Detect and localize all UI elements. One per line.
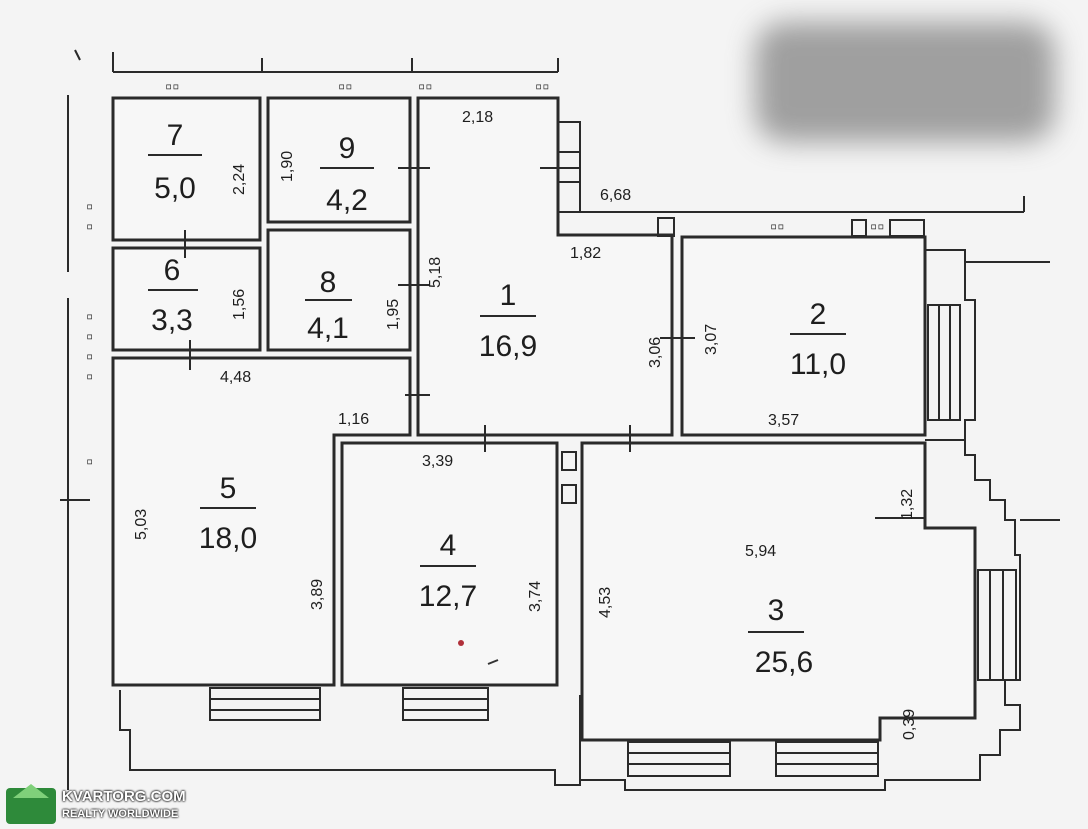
room-7-area: 5,0: [154, 172, 196, 205]
dim-label: 6,68: [600, 187, 631, 204]
dim-label: 1,56: [231, 289, 248, 320]
outer-context-lines: [67, 49, 1025, 790]
svg-text:▫▫: ▫▫: [770, 219, 784, 233]
kvartorg-logo: KVARTORG.COM REALTY WORLDWIDE: [6, 784, 186, 826]
house-icon: [6, 784, 56, 824]
dim-label: 4,53: [597, 587, 614, 618]
logo-subtitle: REALTY WORLDWIDE: [62, 808, 179, 820]
room-2-outline: [680, 235, 927, 437]
dim-label: 3,89: [309, 579, 326, 610]
room-6-number: 6: [164, 254, 181, 287]
room-4-number: 4: [440, 529, 457, 562]
room-1-number: 1: [500, 279, 517, 312]
svg-text:▫: ▫: [86, 329, 93, 343]
dim-label: 3,74: [527, 581, 544, 612]
dim-label: 1,32: [899, 489, 916, 520]
dim-label: 3,57: [768, 412, 799, 429]
room-3-outline: [580, 441, 977, 742]
dim-label: 1,16: [338, 411, 369, 428]
room-6-outline: [111, 246, 262, 352]
red-dot-mark: [458, 640, 464, 646]
room-5-number: 5: [220, 472, 237, 505]
windows: [209, 121, 1017, 777]
room-5-area: 18,0: [199, 522, 257, 555]
dim-label: 5,94: [745, 543, 776, 560]
room-7-outline: [111, 96, 262, 242]
dim-label: 2,24: [231, 164, 248, 195]
room-8-label: 8 4,1: [305, 266, 352, 345]
svg-text:▫: ▫: [86, 309, 93, 323]
dim-label: 5,03: [133, 509, 150, 540]
room-labels: 7 5,0 9 4,2 6 3,3 8 4,1 1 16,9 2 11,0: [148, 119, 846, 679]
room-6-area: 3,3: [151, 304, 193, 337]
room-9-outline: [266, 96, 412, 224]
room-6-label: 6 3,3: [148, 254, 198, 337]
room-3-label: 3 25,6: [748, 594, 813, 679]
svg-text:▫▫: ▫▫: [870, 219, 884, 233]
room-4-outline: [340, 441, 559, 687]
dim-label: 1,95: [385, 299, 402, 330]
room-5-outline: [111, 356, 412, 687]
dim-label: 1,90: [279, 151, 296, 182]
room-3-number: 3: [768, 594, 785, 627]
dim-label: 4,48: [220, 369, 251, 386]
room-9-number: 9: [339, 132, 356, 165]
room-8-number: 8: [320, 266, 337, 299]
small-mark: [487, 659, 499, 665]
room-8-outline: [266, 228, 412, 352]
redacted-blur: [755, 22, 1055, 142]
room-9-area: 4,2: [326, 184, 368, 217]
svg-text:▫: ▫: [86, 199, 93, 213]
svg-text:▫▫: ▫▫: [535, 79, 549, 93]
svg-text:▫: ▫: [86, 454, 93, 468]
svg-text:▫▫: ▫▫: [338, 79, 352, 93]
room-4-label: 4 12,7: [419, 529, 477, 613]
dim-label: 5,18: [427, 257, 444, 288]
dim-label: 3,06: [647, 337, 664, 368]
dim-label: 0,39: [901, 709, 918, 740]
room-3-area: 25,6: [755, 646, 813, 679]
dim-label: 1,82: [570, 245, 601, 262]
room-1-area: 16,9: [479, 330, 537, 363]
room-7-label: 7 5,0: [148, 119, 202, 205]
room-2-label: 2 11,0: [790, 298, 846, 381]
svg-text:▫: ▫: [86, 219, 93, 233]
svg-text:▫: ▫: [86, 369, 93, 383]
room-7-number: 7: [167, 119, 184, 152]
svg-text:▫▫: ▫▫: [418, 79, 432, 93]
dimension-labels: 2,18 6,68 1,82 3,57 4,48 1,16 3,39 5,94 …: [133, 109, 918, 740]
room-1-outline: [416, 96, 674, 437]
door-ticks: [60, 167, 1060, 521]
room-1-label: 1 16,9: [479, 279, 537, 363]
dim-label: 3,07: [703, 324, 720, 355]
room-9-label: 9 4,2: [320, 132, 374, 217]
svg-text:▫: ▫: [86, 349, 93, 363]
svg-text:▫▫: ▫▫: [165, 79, 179, 93]
room-2-area: 11,0: [790, 348, 846, 381]
dim-label: 3,39: [422, 453, 453, 470]
room-2-number: 2: [810, 298, 827, 331]
room-5-label: 5 18,0: [199, 472, 257, 555]
wall-markers: ▫▫ ▫▫ ▫▫ ▫▫ ▫▫ ▫▫ ▫ ▫ ▫ ▫ ▫ ▫ ▫: [86, 79, 884, 468]
dim-label: 2,18: [462, 109, 493, 126]
logo-title: KVARTORG.COM: [62, 788, 186, 805]
room-4-area: 12,7: [419, 580, 477, 613]
room-8-area: 4,1: [307, 312, 349, 345]
